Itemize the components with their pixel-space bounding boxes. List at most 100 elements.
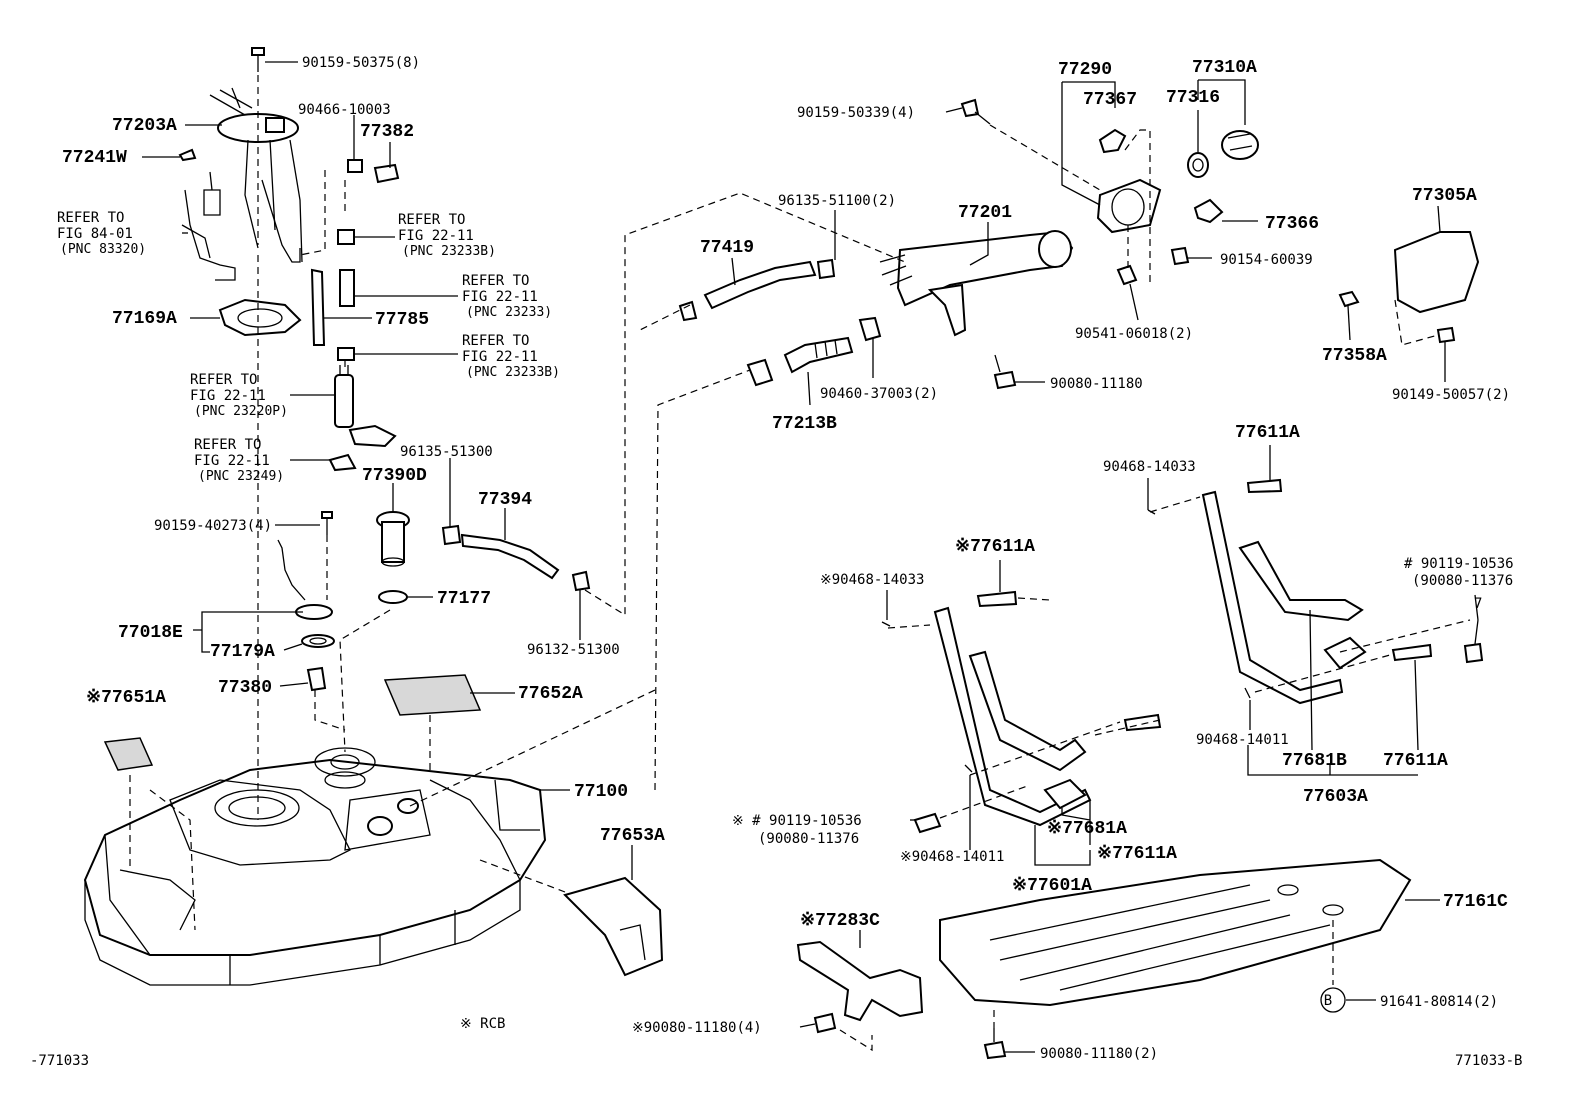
grommet-77177[interactable] [378,590,408,604]
label-77305A[interactable]: 77305A [1412,186,1477,206]
wire-77785[interactable] [310,268,326,346]
label-77018E[interactable]: 77018E [118,623,183,643]
label-90541-06018[interactable]: 90541-06018(2) [1075,326,1193,342]
screw-90159-50375[interactable] [251,47,265,72]
label-77785[interactable]: 77785 [375,310,429,330]
band-77601A[interactable] [933,606,1092,827]
label-90154-60039[interactable]: 90154-60039 [1220,252,1313,268]
label-90466-10003[interactable]: 90466-10003 [298,102,391,118]
hose-77394[interactable] [460,533,560,580]
clamp-96132-51300[interactable] [571,570,591,592]
label-90159-40273[interactable]: 90159-40273(4) [154,518,272,534]
label-77390D[interactable]: 77390D [362,466,427,486]
label-77611A-rcb-2[interactable]: ※77611A [1097,844,1177,864]
label-77203A[interactable]: 77203A [112,116,177,136]
filter-refer-23249[interactable] [328,453,357,472]
label-fig-22-11-5[interactable]: FIG 22-11 [194,453,270,469]
cap-77310A[interactable] [1221,130,1259,160]
label-fig-22-11-2[interactable]: FIG 22-11 [462,289,538,305]
hose-refer-23233[interactable] [339,269,355,307]
label-90080-11180-a[interactable]: 90080-11180 [1050,376,1143,392]
label-77358A[interactable]: 77358A [1322,346,1387,366]
label-77611A-right[interactable]: 77611A [1383,751,1448,771]
label-90159-50339[interactable]: 90159-50339(4) [797,105,915,121]
label-90460-37003[interactable]: 90460-37003(2) [820,386,938,402]
label-77380[interactable]: 77380 [218,678,272,698]
label-90468-14011[interactable]: 90468-14011 [1196,732,1289,748]
hinge-77358A[interactable] [1338,290,1360,308]
fuel-tank-77100[interactable] [83,747,547,986]
label-77169A[interactable]: 77169A [112,309,177,329]
band-77603A[interactable] [1201,490,1364,705]
filler-housing-77290[interactable] [1096,178,1162,234]
screw-90159-50339[interactable] [960,98,991,125]
label-77419[interactable]: 77419 [700,238,754,258]
label-77652A[interactable]: 77652A [518,684,583,704]
bolts-90080-11180[interactable] [813,1012,1007,1060]
fuel-pump-bracket-77203A[interactable] [209,87,303,263]
label-77382[interactable]: 77382 [360,122,414,142]
label-fig-84-01[interactable]: FIG 84-01 [57,226,133,242]
gasket-77169A[interactable] [218,298,302,337]
label-77179A[interactable]: 77179A [210,642,275,662]
screw-90159-40273[interactable] [321,511,333,535]
screw-90149-50057[interactable] [1436,326,1456,362]
label-77653A[interactable]: 77653A [600,826,665,846]
label-90119-10536-rcb[interactable]: ※ # 90119-10536 [732,813,862,829]
screw-90154-60039[interactable] [1170,246,1190,266]
sender-gauge-refer-84-01[interactable] [181,171,236,281]
gauge-77018E[interactable] [277,539,333,620]
label-77601A[interactable]: ※77601A [1012,876,1092,896]
label-77290[interactable]: 77290 [1058,60,1112,80]
label-77366[interactable]: 77366 [1265,214,1319,234]
label-96132-51300[interactable]: 96132-51300 [527,642,620,658]
lever-77366[interactable] [1193,198,1224,224]
bolt-90119-10536[interactable] [913,619,1484,834]
hose-77419[interactable] [703,260,817,310]
gasket-77316[interactable] [1187,152,1209,178]
label-77201[interactable]: 77201 [958,203,1012,223]
label-77177[interactable]: 77177 [437,589,491,609]
bracket-77681B[interactable] [1323,636,1367,670]
clamp-96135-51100[interactable] [678,258,836,322]
protector-77653A[interactable] [563,876,664,977]
label-77310A[interactable]: 77310A [1192,58,1257,78]
label-77681B[interactable]: 77681B [1282,751,1347,771]
label-77603A[interactable]: 77603A [1303,787,1368,807]
label-90119-10536[interactable]: # 90119-10536 [1404,556,1514,572]
label-90468-14033-rcb[interactable]: ※90468-14033 [820,572,924,588]
label-77283C[interactable]: ※77283C [800,911,880,931]
label-77161C[interactable]: 77161C [1443,892,1508,912]
label-90080-11180-2[interactable]: 90080-11180(2) [1040,1046,1158,1062]
fuel-pump-refer-23220P[interactable] [334,365,397,448]
protector-77161C[interactable] [939,858,1412,1007]
clamp-96135-51300[interactable] [441,524,462,546]
label-77213B[interactable]: 77213B [772,414,837,434]
label-fig-22-11-1[interactable]: FIG 22-11 [398,228,474,244]
spring-pins-90468[interactable] [881,509,1251,773]
bolt-90080-11180-a[interactable] [993,354,1017,390]
label-90468-14011-rcb[interactable]: ※90468-14011 [900,849,1004,865]
label-90468-14033[interactable]: 90468-14033 [1103,459,1196,475]
valve-77367[interactable] [1098,128,1127,154]
label-77611A-rcb[interactable]: ※77611A [955,537,1035,557]
label-96135-51300[interactable]: 96135-51300 [400,444,493,460]
bolts-77611A[interactable] [976,478,1433,732]
check-valve-77390D[interactable] [376,511,410,567]
hose-77213B[interactable] [783,336,854,374]
clip-90466-10003[interactable] [347,159,363,173]
label-91641-80814[interactable]: 91641-80814(2) [1380,994,1498,1010]
label-90080-11180-4[interactable]: ※90080-11180(4) [632,1020,762,1036]
label-90149-50057[interactable]: 90149-50057(2) [1392,387,1510,403]
label-77681A[interactable]: ※77681A [1047,819,1127,839]
label-96135-51100[interactable]: 96135-51100(2) [778,193,896,209]
clip-refer-23233B-2[interactable] [337,347,355,361]
label-77394[interactable]: 77394 [478,490,532,510]
bracket-77283C[interactable] [796,940,924,1022]
insulator-77652A[interactable] [383,674,482,716]
fuel-lid-77305A[interactable] [1393,231,1480,314]
label-77367[interactable]: 77367 [1083,90,1137,110]
bracket-77681A[interactable] [1043,778,1087,810]
label-77241W[interactable]: 77241W [62,148,127,168]
label-77100[interactable]: 77100 [574,782,628,802]
